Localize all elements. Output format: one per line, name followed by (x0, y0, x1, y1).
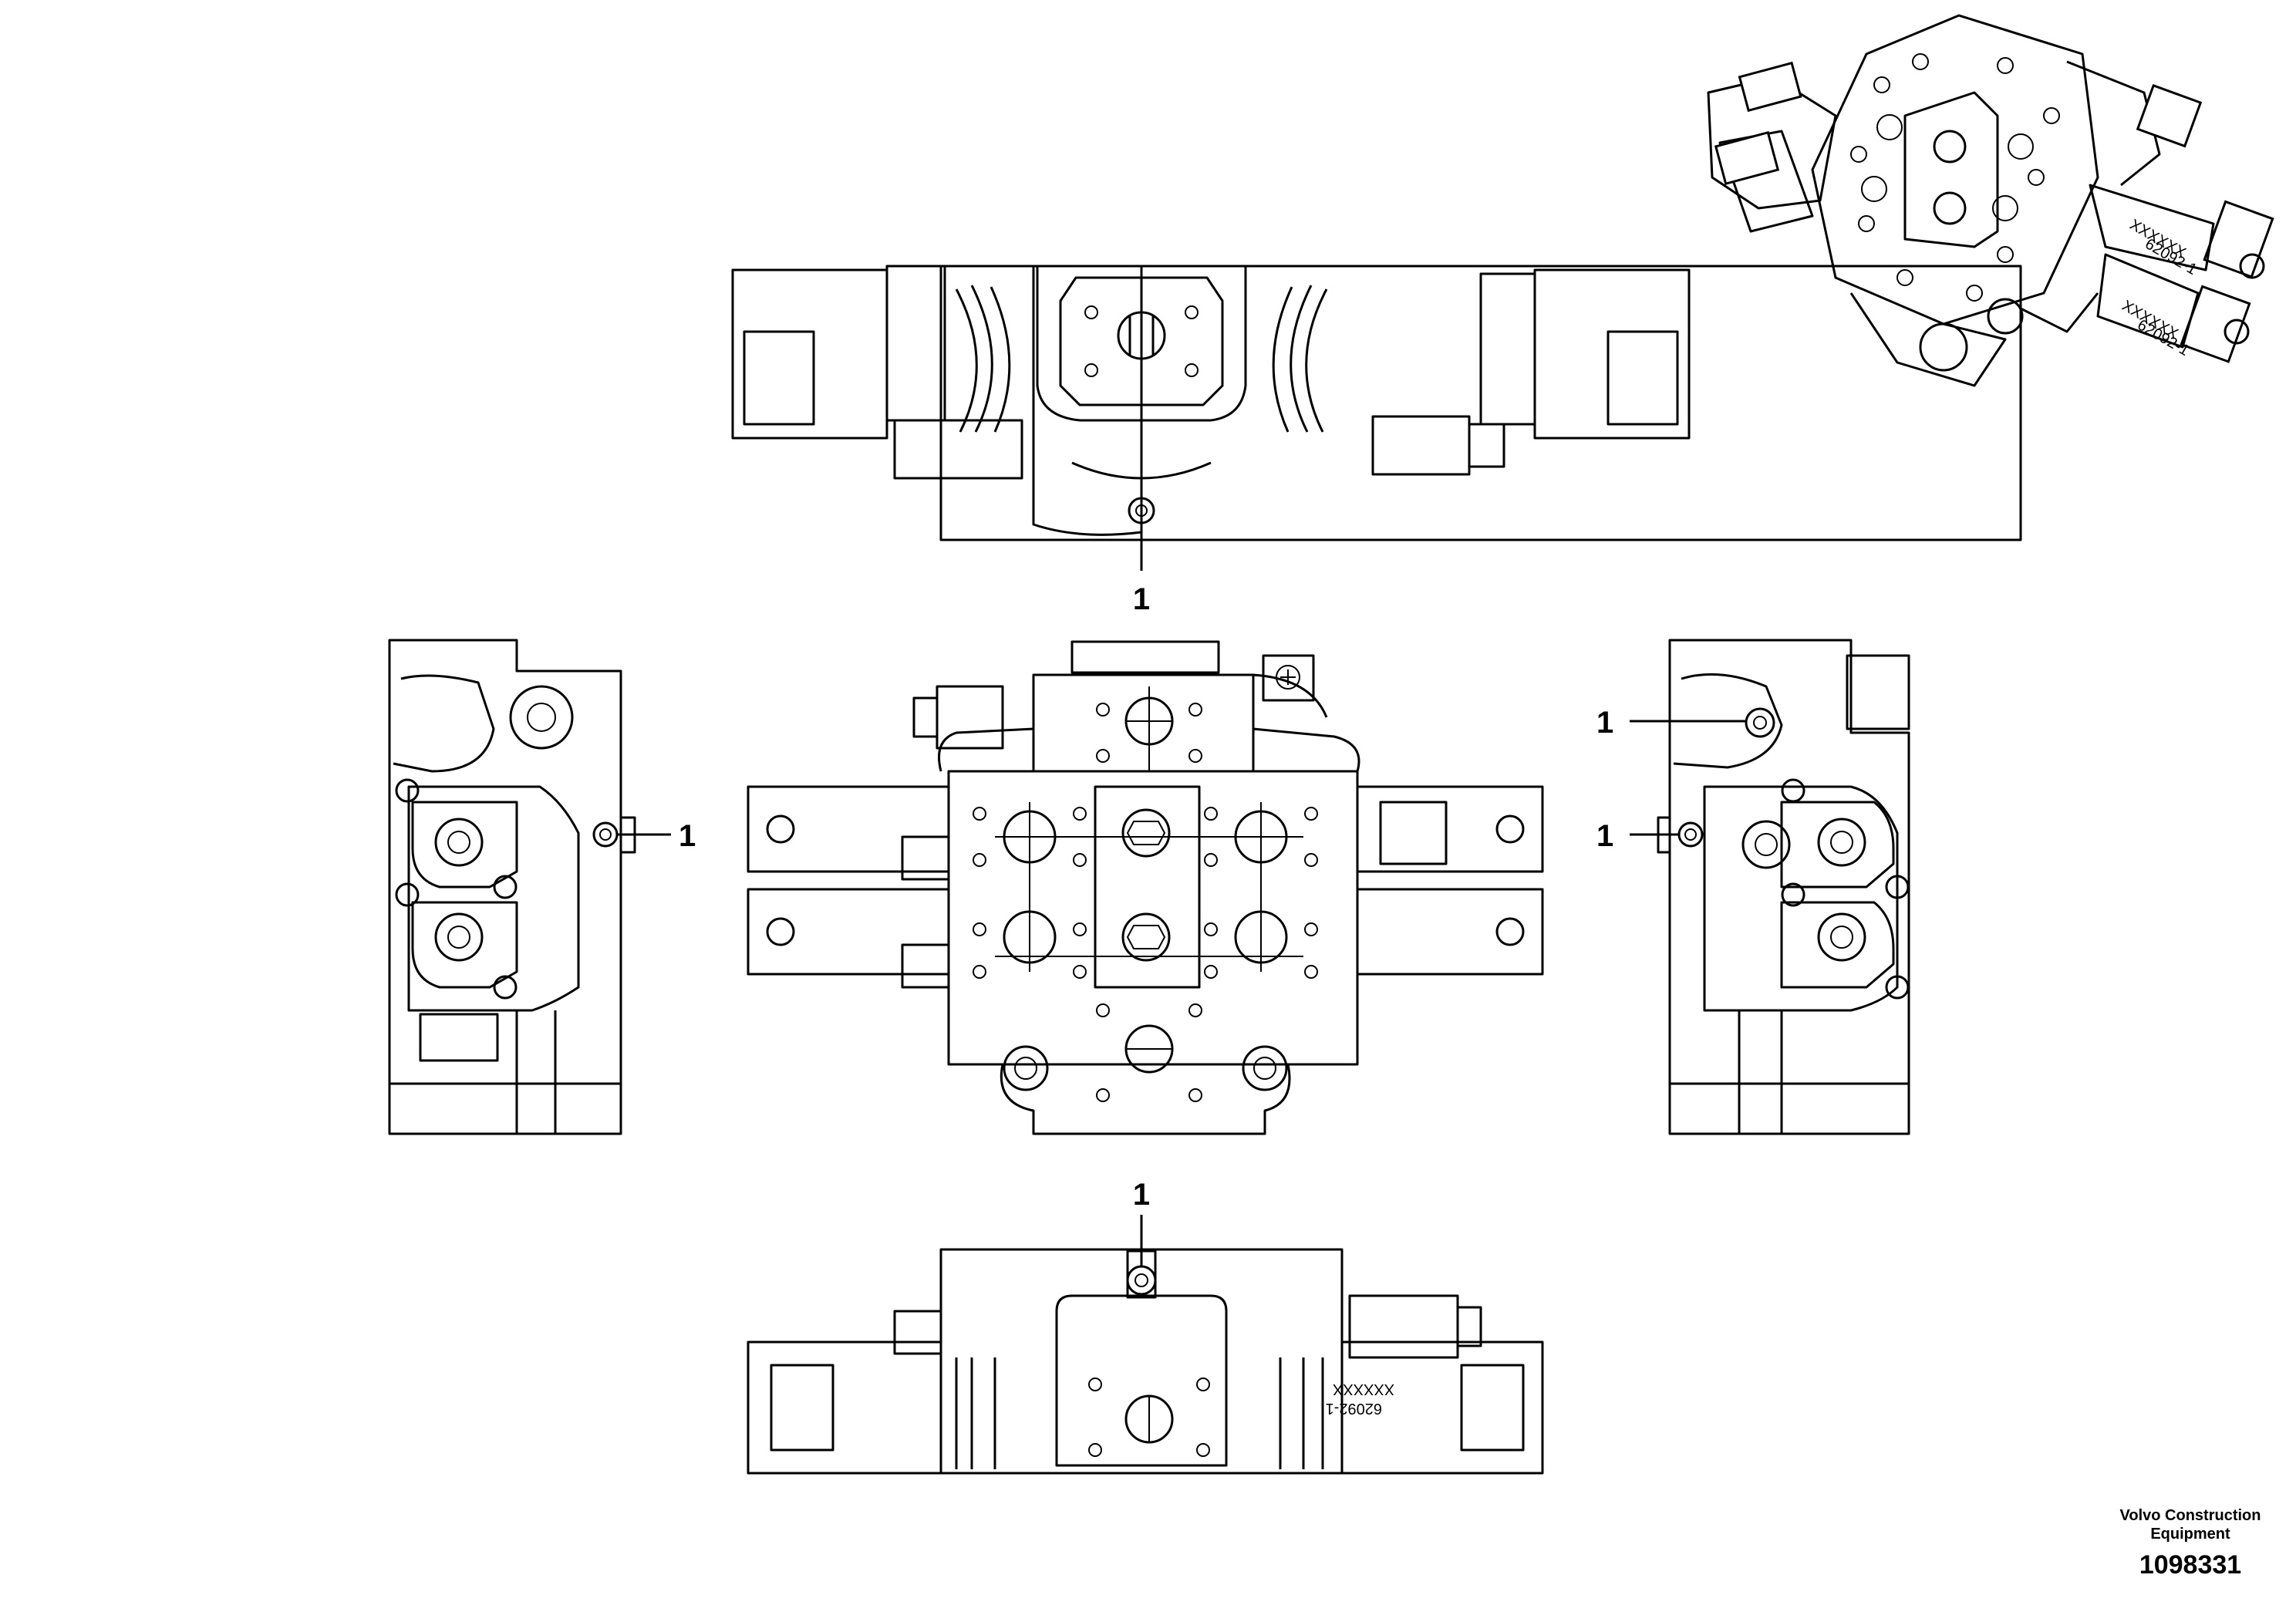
top-view (731, 265, 2022, 541)
left-side-view (388, 639, 636, 1135)
callout-right-upper: 1 (1596, 706, 1747, 740)
front-view (747, 640, 1544, 1135)
document-number: 1098331 (2139, 1550, 2242, 1580)
callout-label-top: 1 (1133, 582, 1150, 616)
callout-left: 1 (617, 819, 696, 853)
callout-label-right-lower: 1 (1596, 819, 1613, 853)
callout-top: 1 (1133, 523, 1150, 616)
part-marking-code: 62092-1 (1326, 1400, 1382, 1417)
callout-bottom: 1 (1133, 1178, 1150, 1266)
isometric-view: 62092-1 XXXXXX 62092-1 XXXXXX (1707, 14, 2274, 387)
brand-line-1: Volvo Construction (2119, 1507, 2261, 1524)
callout-label-left: 1 (679, 819, 696, 853)
right-side-view (1657, 639, 1910, 1135)
callout-label-right-upper: 1 (1596, 706, 1613, 740)
bottom-view: 62092-1 XXXXXX (747, 1248, 1544, 1475)
brand-line-2: Equipment (2150, 1526, 2230, 1543)
callout-right-lower: 1 (1596, 819, 1680, 853)
callout-label-bottom: 1 (1133, 1178, 1150, 1212)
brand-caption: Volvo Construction Equipment (2082, 1506, 2296, 1543)
part-marking-serial: XXXXXX (1333, 1381, 1394, 1398)
